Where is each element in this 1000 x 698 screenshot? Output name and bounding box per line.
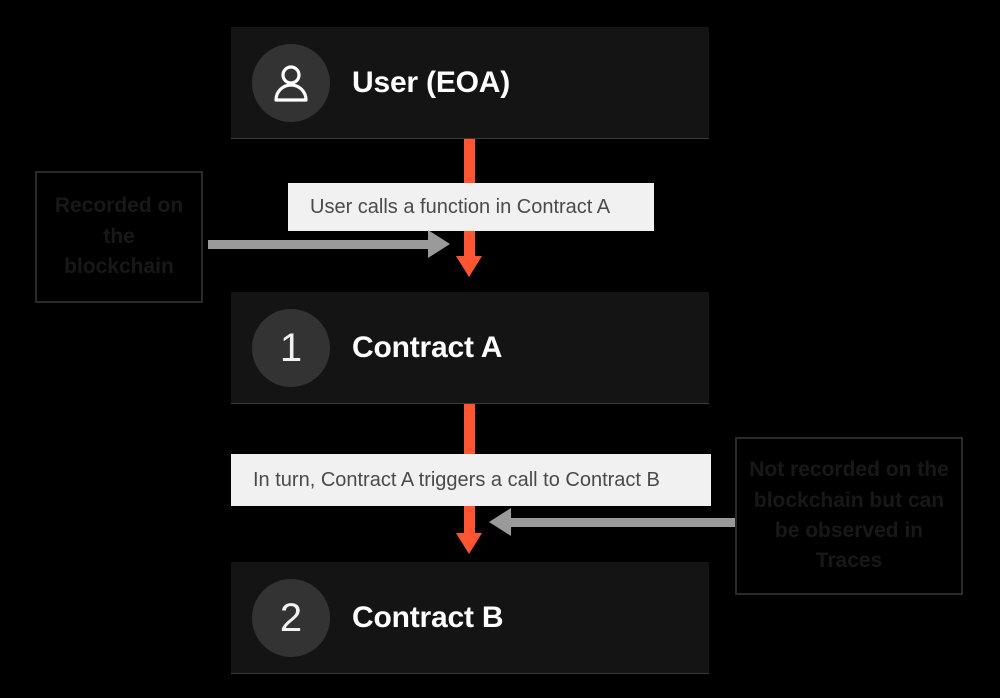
edge-label-2-text: In turn, Contract A triggers a call to C…: [253, 468, 660, 491]
step-badge-2: 2: [252, 578, 330, 657]
arrow-contract-a-to-b-stem-bottom: [464, 506, 475, 534]
annotation-arrow-right-line: [510, 518, 735, 527]
annotation-arrow-left-head-icon: [428, 230, 450, 258]
arrow-user-to-contract-a-head-icon: [456, 256, 482, 277]
edge-label-1-text: User calls a function in Contract A: [310, 195, 611, 218]
step-badge-2-number: 2: [279, 595, 303, 640]
annotation-arrow-left-line: [208, 240, 430, 249]
step-badge-1-number: 1: [279, 325, 303, 370]
node-contract-b-label: Contract B: [352, 600, 504, 634]
avatar: [252, 43, 330, 122]
annotation-note-traces: Not recorded on the blockchain but can b…: [735, 437, 963, 595]
arrow-user-to-contract-a-stem-bottom: [464, 231, 475, 257]
arrow-contract-a-to-b-head-icon: [456, 533, 482, 554]
node-contract-a-label: Contract A: [352, 330, 503, 364]
step-badge-1: 1: [252, 308, 330, 387]
arrow-contract-a-to-b-stem-top: [464, 404, 475, 454]
node-user[interactable]: User (EOA): [231, 27, 709, 139]
node-user-label: User (EOA): [352, 65, 511, 99]
edge-label-user-to-contract-a: User calls a function in Contract A: [288, 183, 654, 231]
node-contract-a[interactable]: 1 Contract A: [231, 292, 709, 404]
edge-label-contract-a-to-b: In turn, Contract A triggers a call to C…: [231, 454, 711, 506]
person-icon: [274, 64, 308, 102]
annotation-note-recorded-text: Recorded on the blockchain: [54, 194, 184, 279]
annotation-arrow-right-head-icon: [489, 508, 511, 536]
arrow-user-to-contract-a-stem-top: [464, 139, 475, 183]
node-contract-b[interactable]: 2 Contract B: [231, 562, 709, 674]
annotation-note-traces-text: Not recorded on the blockchain but can b…: [749, 458, 949, 573]
annotation-note-recorded: Recorded on the blockchain: [35, 171, 203, 303]
